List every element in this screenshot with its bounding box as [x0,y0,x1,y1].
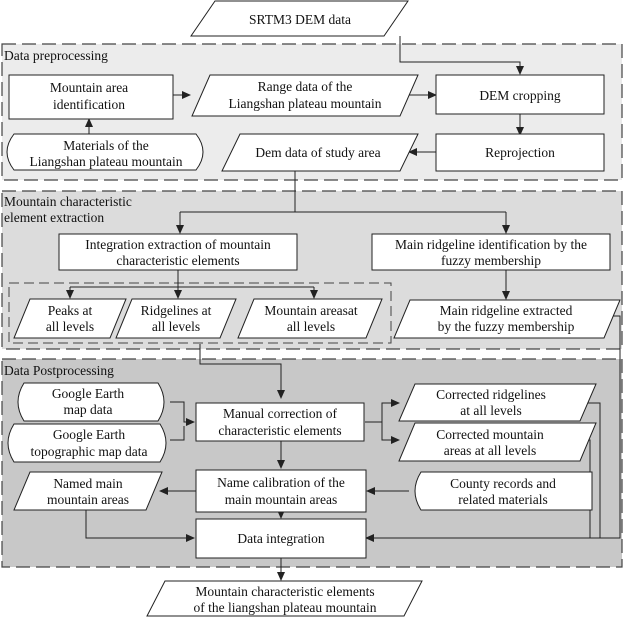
main-ridgeline-extracted-line-1: Main ridgeline extracted [440,303,573,318]
main-ridgeline-identification-node: Main ridgeline identification by the fuz… [371,233,611,271]
corrected-mountain-areas-line-1: Corrected mountain [436,427,544,442]
main-ridgeline-extracted-line-2: by the fuzzy membership [438,319,575,334]
main-ridgeline-identification-line-2: fuzzy membership [441,253,541,268]
peaks-node: Peaks at all levels [13,298,127,339]
main-ridgeline-extracted-node: Main ridgeline extracted by the fuzzy me… [393,299,621,339]
name-calibration-line-2: main mountain areas [225,492,337,507]
arrow-google-map-to-manual [170,401,195,426]
manual-correction-line-2: characteristic elements [218,423,341,438]
mountain-area-identification-line-2: identification [53,97,125,112]
google-earth-map-line-2: map data [63,402,112,417]
ridgelines-node: Ridgelines at all levels [115,298,237,339]
branch-integration [70,270,314,288]
county-records-line-2: related materials [458,492,548,507]
dem-cropping-node: DEM cropping [435,74,605,115]
manual-correction-node: Manual correction of characteristic elem… [195,402,365,442]
google-earth-map-node: Google Earth map data [17,382,165,422]
arrow-manual-to-areas [381,422,400,444]
section-label-extraction-1: Mountain characteristic [4,194,132,209]
link-google-topo-to-manual [170,426,185,441]
peaks-line-2: all levels [46,319,94,334]
named-mountain-areas-node: Named main mountain areas [13,471,163,511]
corrected-mountain-areas-line-2: areas at all levels [444,443,537,458]
county-records-node: County records and related materials [414,471,593,511]
level-elements-group [8,282,392,344]
arrow-manual-to-ridgelines [365,399,400,423]
mountain-areas-line-2: all levels [287,319,335,334]
range-data-line-2: Liangshan plateau mountain [229,96,382,111]
final-output-node: Mountain characteristic elements of the … [146,580,423,617]
mountain-areas-line-1: Mountain areasat [264,303,358,318]
named-mountain-areas-line-1: Named main [53,476,123,491]
dem-study-area-node: Dem data of study area [221,133,419,172]
google-earth-topo-node: Google Earth topographic map data [7,423,167,463]
ridgelines-line-2: all levels [152,319,200,334]
integration-extraction-line-2: characteristic elements [116,253,239,268]
mountain-area-identification-line-1: Mountain area [50,80,128,95]
mountain-area-identification-node: Mountain area identification [8,74,174,120]
section-label-postprocessing: Data Postprocessing [4,363,114,378]
materials-line-1: Materials of the [63,138,148,153]
ridgelines-line-1: Ridgelines at [141,303,212,318]
range-data-line-1: Range data of the [258,79,353,94]
materials-node: Materials of the Liangshan plateau mount… [6,133,204,171]
arrow-srtm-to-cropping [399,36,524,75]
data-integration-node: Data integration [195,518,367,559]
corrected-ridgelines-line-2: at all levels [460,403,521,418]
corrected-ridgelines-node: Corrected ridgelines at all levels [398,383,597,422]
google-earth-topo-line-2: topographic map data [31,444,148,459]
srtm3-dem-data-label: SRTM3 DEM data [249,12,351,27]
peaks-line-1: Peaks at [48,303,93,318]
final-output-line-2: of the liangshan plateau mountain [194,600,377,615]
integration-extraction-node: Integration extraction of mountain chara… [58,233,298,271]
name-calibration-node: Name calibration of the main mountain ar… [195,469,367,513]
google-earth-topo-line-1: Google Earth [53,427,126,442]
integration-extraction-line-1: Integration extraction of mountain [85,237,271,252]
section-label-preprocessing: Data preprocessing [4,48,108,63]
branch-study-area [180,171,506,213]
final-output-line-1: Mountain characteristic elements [195,584,374,599]
google-earth-map-line-1: Google Earth [52,386,125,401]
main-ridgeline-identification-line-1: Main ridgeline identification by the [395,237,587,252]
srtm3-dem-data-node: SRTM3 DEM data [190,0,409,37]
reprojection-node: Reprojection [435,133,605,172]
named-mountain-areas-line-2: mountain areas [47,492,129,507]
arrow-group-to-manual [199,344,285,399]
section-label-extraction-2: element extraction [4,210,104,225]
manual-correction-line-1: Manual correction of [223,406,337,421]
dem-study-area-label: Dem data of study area [255,145,380,160]
corrected-mountain-areas-node: Corrected mountain areas at all levels [398,422,597,462]
data-integration-label: Data integration [237,531,325,546]
dem-cropping-label: DEM cropping [479,88,561,103]
reprojection-label: Reprojection [485,145,555,160]
corrected-ridgelines-line-1: Corrected ridgelines [436,387,546,402]
range-data-node: Range data of the Liangshan plateau moun… [191,74,419,117]
materials-line-2: Liangshan plateau mountain [30,154,183,169]
arrow-named-to-integration [85,510,195,542]
county-records-line-1: County records and [450,476,556,491]
mountain-areas-node: Mountain areasat all levels [237,298,383,339]
name-calibration-line-1: Name calibration of the [217,475,345,490]
